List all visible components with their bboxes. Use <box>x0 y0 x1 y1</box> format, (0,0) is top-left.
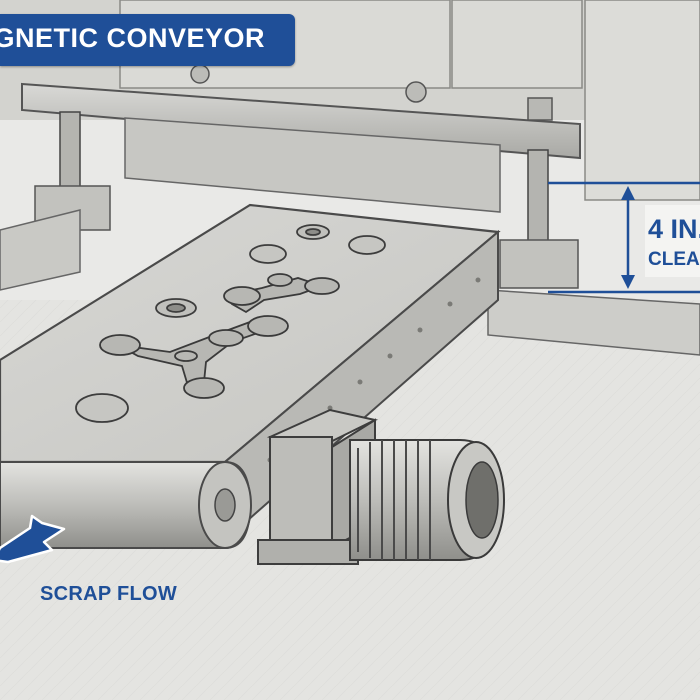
beam-nut <box>527 97 553 121</box>
press-beam <box>21 82 581 160</box>
die-block <box>487 289 700 356</box>
scrap-flow-arrow <box>0 514 66 564</box>
motor-fan-grille <box>465 461 499 539</box>
press-bed <box>124 117 501 213</box>
press-column <box>527 149 549 247</box>
gearbox-base <box>257 539 359 565</box>
title-banner: MAGNETIC CONVEYOR <box>0 14 295 66</box>
scrap-slug <box>75 235 386 423</box>
left-platform <box>0 209 81 291</box>
diagram-title: MAGNETIC CONVEYOR <box>0 23 265 53</box>
clearance-note: CLEAR <box>648 249 700 270</box>
clearance-callout <box>645 205 700 277</box>
scrap-washer <box>155 298 197 318</box>
wall-bolt <box>190 64 210 84</box>
scrap-bracket <box>99 315 289 399</box>
wall-panel-right <box>451 0 583 89</box>
clearance-dimension-arrow <box>621 186 635 289</box>
wall-bolt <box>405 81 427 103</box>
scrap-bracket <box>223 273 340 314</box>
motor-cooling-fins <box>357 440 431 560</box>
clearance-value: 4 IN. <box>648 214 700 244</box>
scrap-washer <box>296 224 330 240</box>
scrap-flow-label: SCRAP FLOW <box>40 583 178 605</box>
column-base <box>499 239 579 289</box>
gearbox-body <box>269 436 333 548</box>
drum-hub <box>214 488 236 522</box>
wall-panel-far <box>584 0 700 201</box>
press-column <box>59 111 81 195</box>
